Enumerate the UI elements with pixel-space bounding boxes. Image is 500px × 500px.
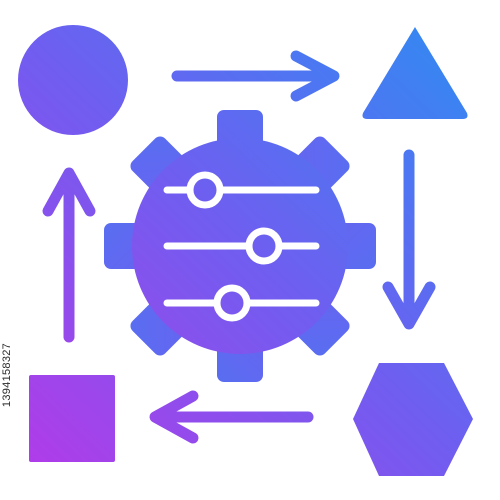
slider-track-3	[163, 284, 320, 322]
slider-knob-1	[186, 171, 224, 209]
arrow-right-icon	[171, 50, 340, 102]
hexagon-shape-icon	[353, 363, 473, 476]
square-shape-icon	[29, 375, 115, 462]
arrow-up-icon	[42, 167, 96, 343]
circle-shape-icon	[18, 25, 128, 135]
slider-knob-2	[245, 227, 283, 265]
slider-track-1	[163, 171, 320, 209]
slider-knob-3	[213, 284, 251, 322]
stock-id-text: 1394158327	[1, 342, 13, 408]
triangle-shape-icon	[362, 27, 468, 119]
arrow-down-icon	[382, 149, 436, 330]
arrow-left-icon	[149, 390, 314, 444]
stock-id-label: 1394158327	[0, 250, 14, 500]
slider-track-2	[163, 227, 320, 265]
adjustment-sliders-icon	[163, 171, 320, 322]
